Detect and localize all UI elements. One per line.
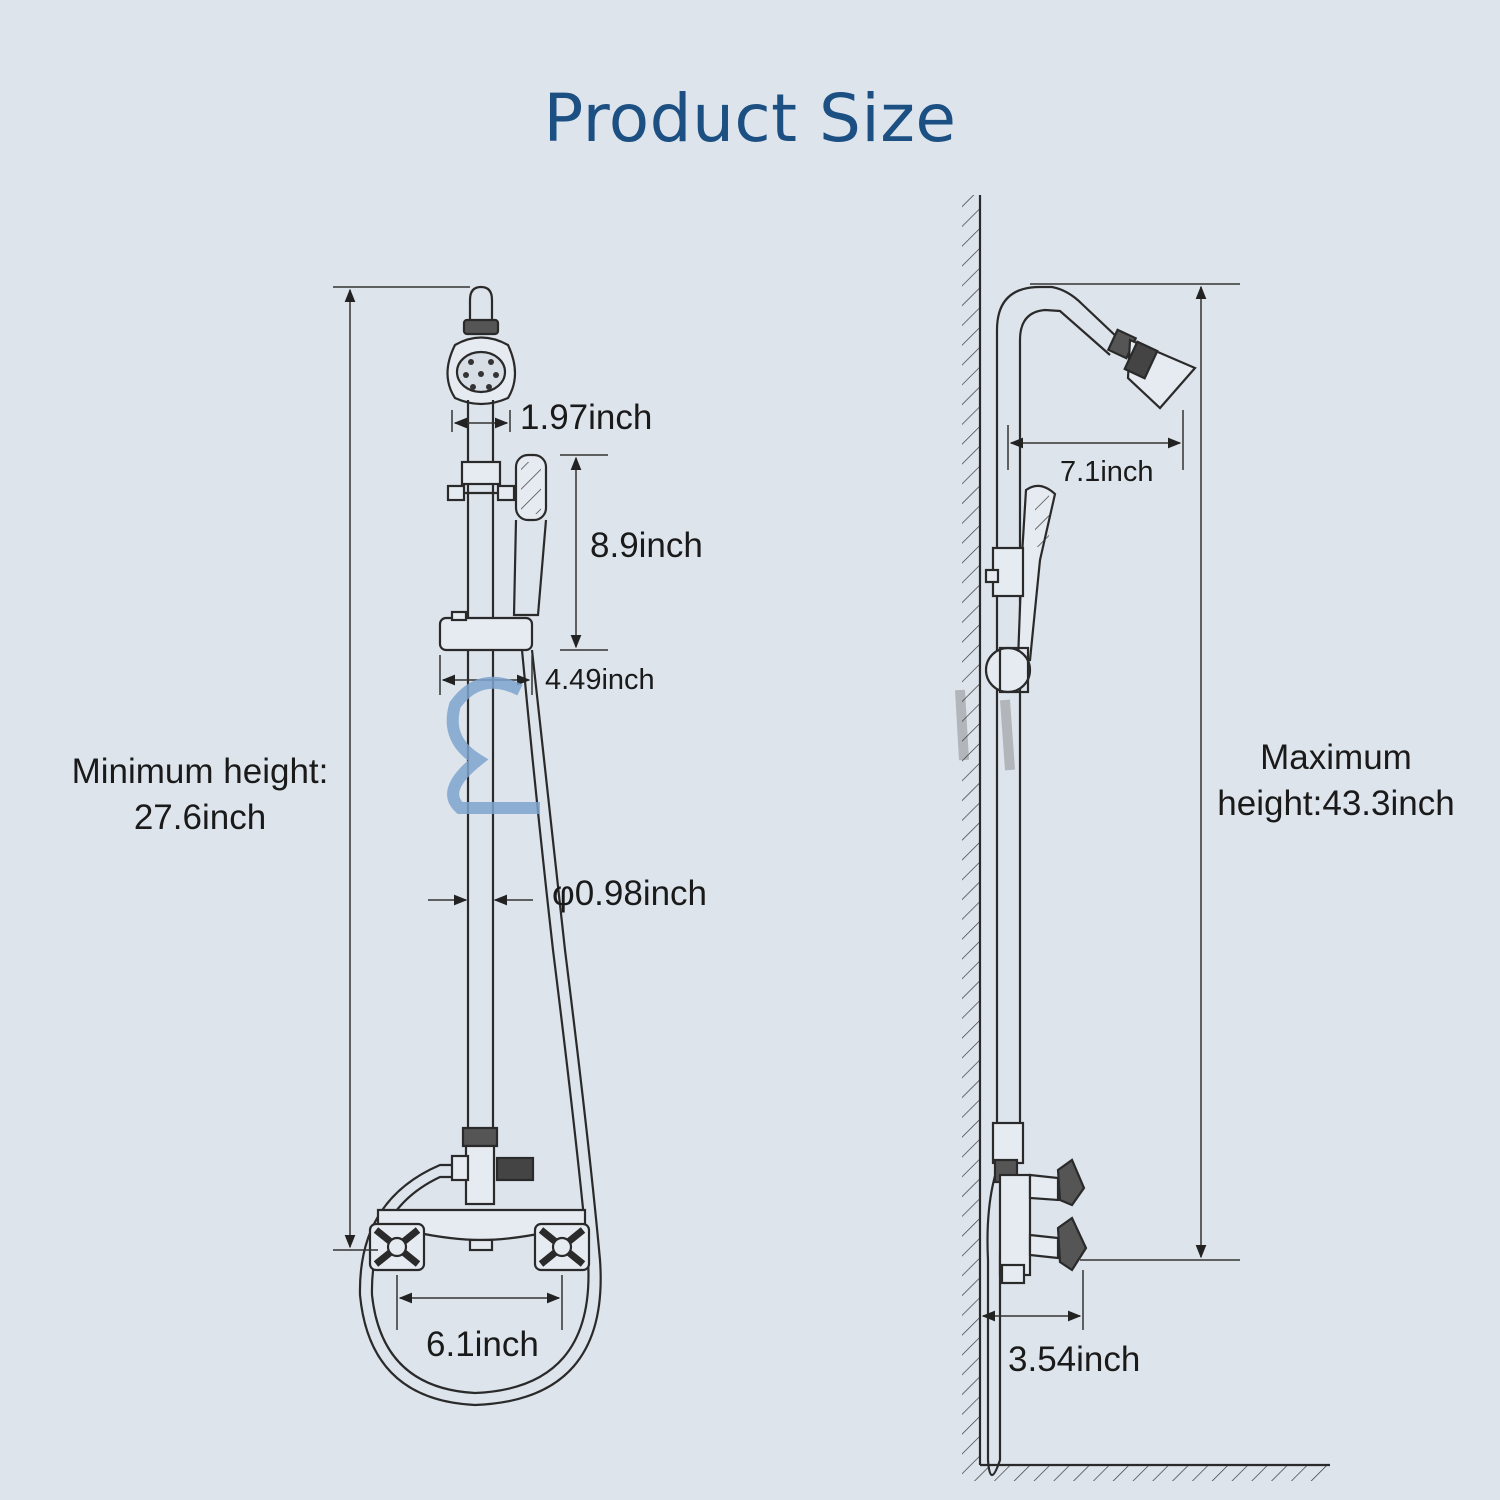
bracket-width-label: 4.49inch [545, 664, 655, 696]
left-cross-handle [368, 1222, 426, 1272]
side-upper-handle [1028, 1173, 1060, 1202]
side-diverter [991, 1121, 1025, 1165]
front-handheld-handle [512, 519, 548, 617]
maximum-height-value: height:43.3inch [1217, 784, 1455, 823]
shower-head-diameter-label: 1.97inch [520, 398, 653, 437]
handheld-length-label: 8.9inch [590, 526, 703, 565]
arm-reach-label: 7.1inch [1060, 456, 1154, 488]
floor-hatch [962, 1465, 1330, 1481]
top-clamp [460, 460, 502, 486]
front-top-elbow [468, 285, 494, 322]
side-riser-pipe [995, 285, 1121, 1125]
minimum-height-label: Minimum height: 27.6inch [40, 752, 360, 838]
front-hose [358, 649, 602, 1407]
diverter-collar [461, 1126, 499, 1148]
front-view [358, 285, 602, 1407]
diverter-body [464, 1144, 496, 1206]
side-valve-body [998, 1173, 1032, 1277]
maximum-height-label: Maximum height:43.3inch [1196, 738, 1476, 824]
page-title: Product Size [543, 80, 957, 157]
diverter-outlet [495, 1156, 535, 1182]
spray-nozzles [463, 359, 499, 390]
minimum-height-value: 27.6inch [133, 798, 267, 837]
valve-distance-label: 6.1inch [426, 1325, 539, 1364]
valve-depth-label: 3.54inch [1008, 1340, 1141, 1379]
maximum-height-title: Maximum [1260, 738, 1412, 777]
pipe-diameter-label: φ0.98inch [552, 874, 708, 913]
wall-hatch [962, 195, 980, 1465]
side-view [962, 195, 1330, 1481]
front-head-nut [462, 318, 500, 336]
side-dimensions [981, 283, 1240, 1330]
side-lower-handle [1028, 1233, 1060, 1260]
right-cross-handle [533, 1222, 591, 1272]
minimum-height-title: Minimum height: [71, 752, 329, 791]
slide-bar-holder [438, 616, 534, 652]
front-dimensions [333, 286, 608, 1330]
side-holder-knob [984, 646, 1032, 694]
